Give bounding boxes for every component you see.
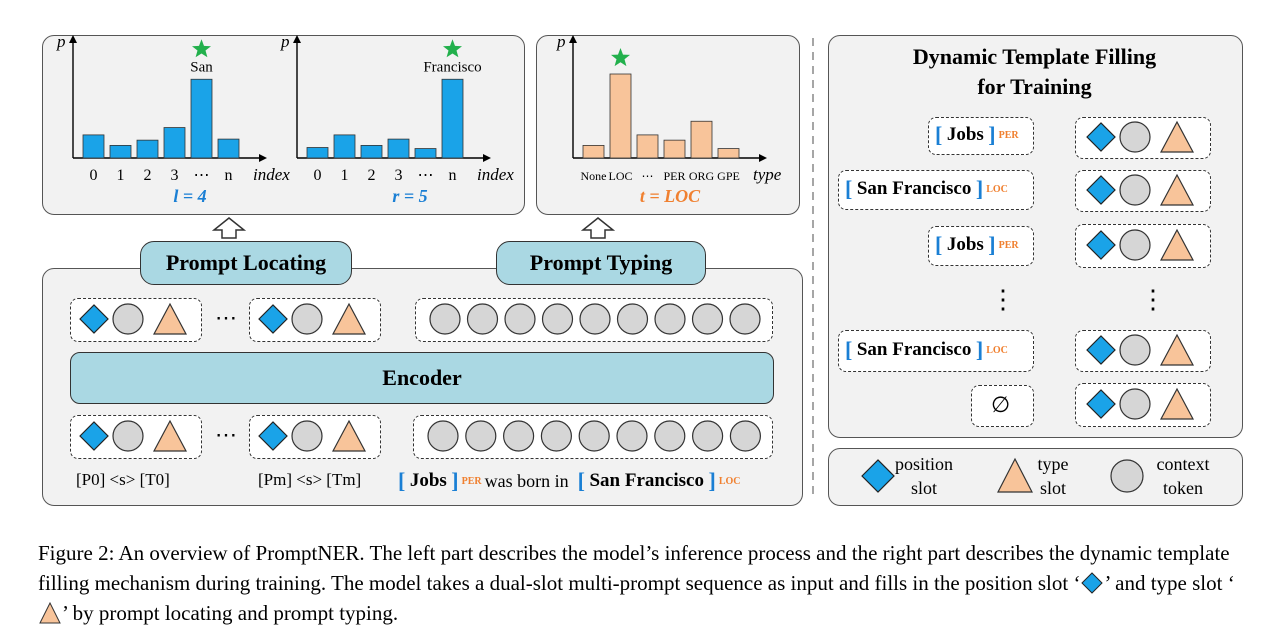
input-label-pm: [Pm] <s> [Tm] <box>258 470 362 489</box>
entity-san-francisco: San Francisco <box>589 470 704 491</box>
bracket: [ <box>577 468 585 493</box>
entity-box-3 <box>838 330 1034 372</box>
sentence-middle: was born in <box>484 470 569 491</box>
output-prompt-m <box>249 298 381 342</box>
output-prompt-0 <box>70 298 202 342</box>
locating-result-end: r = 5 <box>392 186 428 206</box>
prompt-locating-label: Prompt Locating <box>140 241 352 285</box>
ellipsis: ⋯ <box>215 305 237 330</box>
ellipsis: ⋯ <box>215 422 237 447</box>
encoder-block: Encoder <box>70 352 774 404</box>
entity-box-0 <box>928 117 1034 155</box>
input-context <box>413 415 773 459</box>
dynamic-filling-title: Dynamic Template Filling for Training <box>912 44 1157 99</box>
locating-output-panel <box>42 35 525 215</box>
caption-diamond-icon <box>1081 572 1104 594</box>
vertical-ellipsis: ⋮ <box>1140 285 1166 314</box>
entity-item-1: [ San Francisco ]LOC <box>845 176 1008 201</box>
bracket: ] <box>708 468 716 493</box>
entity-item-3: [ San Francisco ]LOC <box>845 337 1008 362</box>
legend <box>828 448 1243 506</box>
bracket: [ <box>398 468 406 493</box>
template-slot-1 <box>1075 170 1211 212</box>
vertical-ellipsis: ⋮ <box>990 285 1016 314</box>
bracket: ] <box>451 468 459 493</box>
empty-set-symbol: ∅ <box>991 392 1011 417</box>
empty-box <box>971 385 1034 427</box>
tag-per: PER <box>461 475 482 487</box>
entity-box-1 <box>838 170 1034 210</box>
template-slot-0 <box>1075 117 1211 159</box>
locating-result: l = 4 <box>173 186 207 206</box>
template-slot-4 <box>1075 383 1211 427</box>
entity-item-2: [ Jobs ]PER <box>935 232 1019 257</box>
entity-jobs: Jobs <box>409 470 447 491</box>
input-label-p0: [P0] <s> [T0] <box>76 470 170 489</box>
figure-caption: Figure 2: An overview of PromptNER. The … <box>38 541 1235 625</box>
tag-loc: LOC <box>718 475 741 487</box>
up-arrow-icon <box>211 217 247 239</box>
output-context <box>415 298 773 342</box>
template-slot-3 <box>1075 330 1211 372</box>
typing-result: t = LOC <box>639 186 701 206</box>
typing-output-panel <box>536 35 800 215</box>
input-prompt-m <box>249 415 381 459</box>
entity-item-0: [ Jobs ]PER <box>935 122 1019 147</box>
input-prompt-0 <box>70 415 202 459</box>
prompt-typing-label: Prompt Typing <box>496 241 706 285</box>
template-slot-2 <box>1075 224 1211 268</box>
caption-triangle-icon <box>39 601 61 624</box>
up-arrow-icon <box>580 217 616 239</box>
entity-box-2 <box>928 226 1034 266</box>
